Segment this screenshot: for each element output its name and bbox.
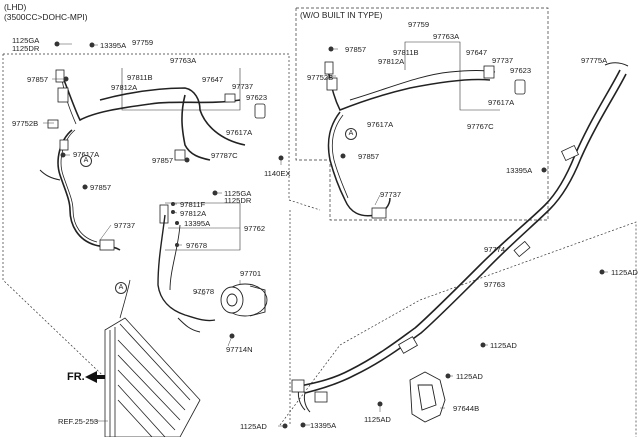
part-label[interactable]: 97623 <box>246 93 268 102</box>
part-label[interactable]: 97617A <box>226 128 253 137</box>
part-label[interactable]: 97752B <box>307 73 334 82</box>
condenser <box>104 279 201 437</box>
main-hose <box>39 74 246 251</box>
main-frame-top <box>3 53 321 211</box>
part-label[interactable]: 97617A <box>367 120 394 129</box>
inset-title: (W/O BUILT IN TYPE) <box>300 10 383 20</box>
inset-frame <box>295 7 549 221</box>
part-label[interactable]: 97812A <box>378 57 405 66</box>
part-label[interactable]: 97775A <box>581 56 608 65</box>
part-label[interactable]: 97787C <box>211 151 238 160</box>
part-label[interactable]: 1125GA <box>12 36 40 45</box>
callout-a: A <box>345 128 357 140</box>
part-label[interactable]: 1125AD <box>240 422 267 431</box>
part-label[interactable]: 97737 <box>380 190 402 199</box>
part-label[interactable]: 97811F <box>180 200 206 209</box>
right-group-frame <box>279 221 637 437</box>
front-marker: FR. <box>67 371 85 383</box>
part-label[interactable]: 97763A <box>170 56 197 65</box>
inset-hose <box>327 69 496 217</box>
part-label[interactable]: 97857 <box>358 152 380 161</box>
part-label[interactable]: 97812A <box>111 83 138 92</box>
part-label[interactable]: 97678 <box>193 287 215 296</box>
variant-label: (LHD) <box>4 2 27 12</box>
part-label[interactable]: 97617A <box>73 150 99 159</box>
part-label[interactable]: 1125DR <box>224 196 252 205</box>
inset-fittings <box>324 61 526 219</box>
engine-label: (3500CC>DOHC-MPI) <box>4 12 88 22</box>
part-label[interactable]: 97767C <box>467 122 494 131</box>
part-label[interactable]: 97857 <box>152 156 174 165</box>
part-label[interactable]: 97737 <box>114 221 136 230</box>
part-label[interactable]: 13395A <box>100 41 127 50</box>
part-label[interactable]: 13395A <box>184 219 211 228</box>
part-label[interactable]: 97737 <box>232 82 254 91</box>
part-label[interactable]: 97701 <box>240 269 262 278</box>
callout-a: A <box>80 155 92 167</box>
part-label[interactable]: 1140EX <box>264 169 291 178</box>
part-label[interactable]: 97759 <box>408 20 430 29</box>
part-label[interactable]: 97811B <box>393 48 419 57</box>
front-arrow-shape <box>85 371 105 383</box>
part-label[interactable]: 97763A <box>433 32 460 41</box>
part-label[interactable]: 97762 <box>244 224 266 233</box>
part-label[interactable]: 97647 <box>202 75 224 84</box>
part-label[interactable]: 97647 <box>466 48 488 57</box>
part-label[interactable]: 97714N <box>226 345 253 354</box>
part-label[interactable]: 97759 <box>132 38 154 47</box>
part-label[interactable]: 1125DR <box>12 44 40 53</box>
callout-a: A <box>115 282 127 294</box>
leader-lines <box>43 43 608 427</box>
part-label[interactable]: 1125AD <box>611 268 638 277</box>
part-label[interactable]: 97857 <box>345 45 367 54</box>
part-label[interactable]: 13395A <box>310 421 337 430</box>
part-label[interactable]: 1125AD <box>456 372 483 381</box>
part-label[interactable]: 1125AD <box>364 415 391 424</box>
compressor-body <box>220 283 268 317</box>
part-label[interactable]: 97678 <box>186 241 208 250</box>
part-label[interactable]: 97857 <box>90 183 112 192</box>
part-label[interactable]: 97623 <box>510 66 532 75</box>
part-label[interactable]: 97617A <box>488 98 515 107</box>
right-pipes <box>297 62 629 413</box>
main-fittings <box>47 69 266 251</box>
right-fittings <box>291 144 579 403</box>
part-label[interactable]: 97644B <box>453 404 480 413</box>
part-label[interactable]: 1125GA <box>224 189 252 198</box>
part-label[interactable]: 13395A <box>506 166 533 175</box>
reference-label[interactable]: REF.25-253 <box>58 417 99 426</box>
part-label[interactable]: 97752B <box>12 119 39 128</box>
receiver-bracket <box>409 371 446 423</box>
part-label[interactable]: 97774 <box>484 245 506 254</box>
part-label[interactable]: 97763 <box>484 280 506 289</box>
part-label[interactable]: 97811B <box>127 73 153 82</box>
part-label[interactable]: 97737 <box>492 56 514 65</box>
part-label[interactable]: 1125AD <box>490 341 517 350</box>
part-label[interactable]: 97857 <box>27 75 49 84</box>
part-label[interactable]: 97812A <box>180 209 207 218</box>
compressor-hoses <box>157 214 216 333</box>
